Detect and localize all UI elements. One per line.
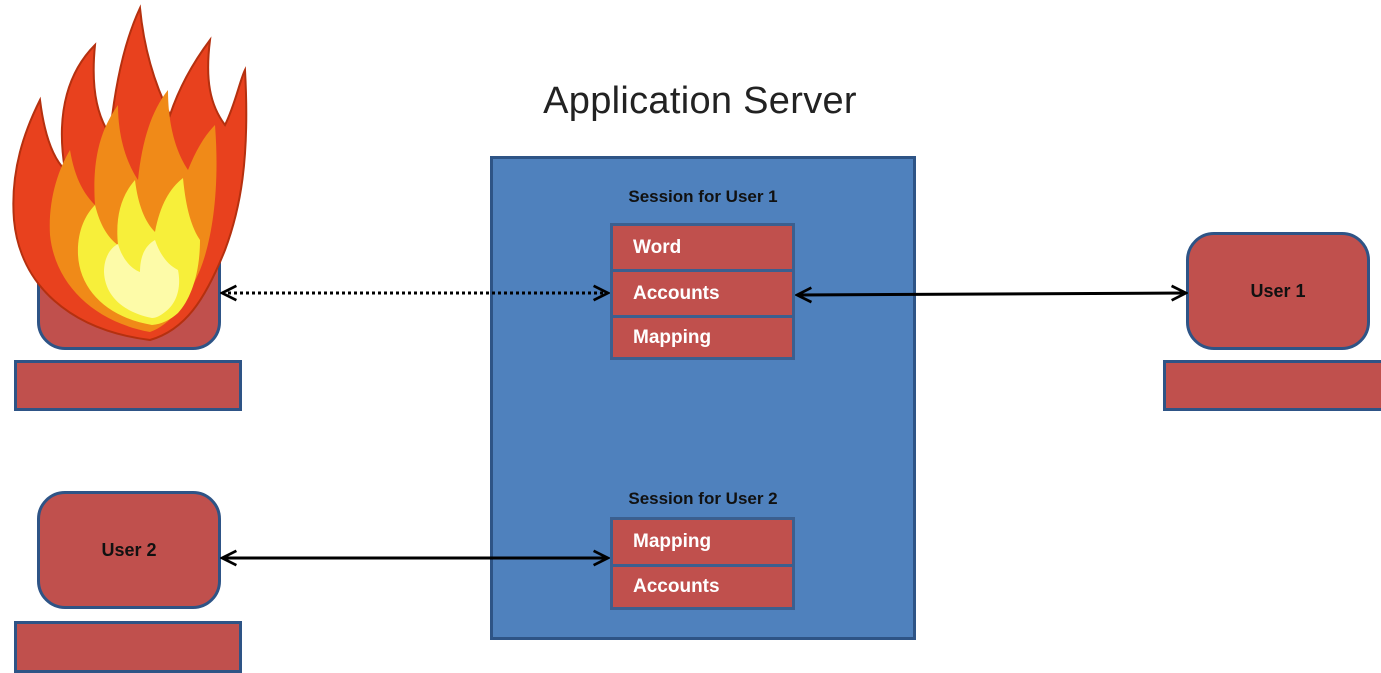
session-1-label: Session for User 1 [628,187,778,206]
user-1-monitor: User 1 [1186,232,1370,350]
session-2-label: Session for User 2 [628,489,778,508]
session-2-item-mapping: Mapping [633,531,712,552]
user-1-label: User 1 [1250,280,1306,301]
session-2-item-accounts: Accounts [613,564,792,607]
session-1-stack: Word Accounts Mapping [610,223,795,360]
session-1-item-accounts: Accounts [613,269,792,315]
session-1-item-word: Word [633,236,682,258]
user-2-monitor: User 2 [37,491,221,609]
user-2-label: User 2 [101,539,157,560]
accounts-to-user-1-arrow [797,293,1186,295]
user-1-base [1163,360,1381,411]
compromised-computer-base [14,360,242,411]
session-1-item-mapping: Mapping [613,315,792,357]
flame-icon [12,4,248,342]
session-2-stack: Mapping Accounts [610,517,795,610]
diagram-title: Application Server [543,80,857,122]
